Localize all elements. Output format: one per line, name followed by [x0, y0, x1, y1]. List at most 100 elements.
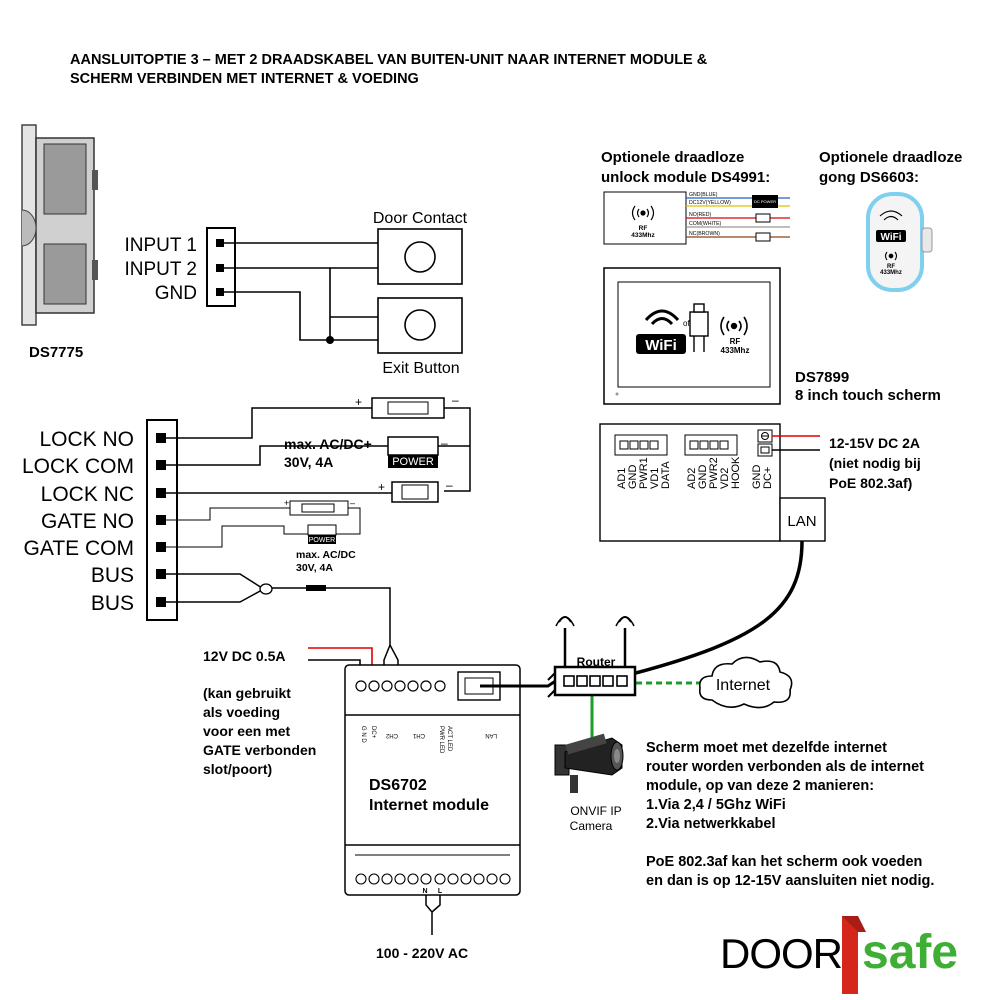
lock-no-label: LOCK NO	[39, 428, 134, 451]
supply-note-1: (kan gebruikt	[203, 685, 291, 701]
wire-nc: NC(BROWN)	[689, 231, 720, 237]
lock-wiring	[166, 407, 471, 494]
unlock-module-box	[603, 191, 687, 245]
gate-power-supply-icon	[307, 524, 337, 544]
chime-device-image	[866, 192, 933, 292]
chime-wifi: WiFi	[880, 232, 901, 243]
screen-power-wires	[772, 435, 820, 451]
outdoor-unit-label: DS7775	[29, 344, 83, 361]
gate-lock-icon	[289, 500, 349, 516]
screen-power-note-3: PoE 802.3af)	[829, 475, 912, 491]
note-line-1: Scherm moet met dezelfde internet	[646, 740, 887, 756]
door-contact-label: Door Contact	[373, 210, 468, 227]
screen-wifi-label: WiFi	[645, 337, 677, 354]
supply-note-5: slot/poort)	[203, 761, 272, 777]
supply-note-3: voor een met	[203, 723, 290, 739]
title-line-2: SCHERM VERBINDEN MET INTERNET & VOEDING	[70, 71, 419, 87]
lock-power-supply-icon	[387, 436, 439, 468]
c1-gnd: GND	[627, 465, 639, 490]
note-line-2: router worden verbonden als de internet	[646, 759, 924, 775]
screen-desc: 8 inch touch scherm	[795, 387, 941, 404]
power-minus: –	[441, 436, 448, 450]
internet-module-bottom-screws	[355, 873, 511, 885]
bus-2-label: BUS	[91, 592, 134, 615]
gate-plus: +	[284, 498, 289, 508]
gate-power-spec-1: max. AC/DC	[296, 549, 356, 561]
outdoor-unit-image	[21, 124, 98, 326]
camera-label-1: ONVIF IP	[570, 804, 621, 818]
c2-hook: HOOK	[730, 456, 742, 489]
gate-power-spec-2: 30V, 4A	[296, 562, 333, 574]
magnet-plus: +	[378, 480, 385, 494]
c2-ad2: AD2	[686, 468, 698, 489]
bus-1-label: BUS	[91, 564, 134, 587]
gate-power-box-label: POWER	[309, 537, 335, 544]
internet-module-top-screws	[355, 680, 446, 692]
pin-n: N	[422, 888, 427, 895]
exit-button-label: Exit Button	[382, 360, 459, 377]
lan-cable-screen-router	[631, 540, 804, 676]
title-line-1: AANSLUITOPTIE 3 – MET 2 DRAADSKABEL VAN …	[70, 52, 708, 68]
unlock-module-freq: 433Mhz	[631, 232, 655, 239]
unlock-module-title-2: unlock module DS4991:	[601, 169, 770, 186]
screen-of-label: of	[683, 319, 690, 328]
note-line-4: 1.Via 2,4 / 5Ghz WiFi	[646, 797, 786, 813]
unlock-module-title-1: Optionele draadloze	[601, 149, 744, 166]
lock-power-spec-1: max. AC/DC+	[284, 436, 372, 452]
pin-l: L	[438, 888, 443, 895]
internet-label: Internet	[716, 677, 771, 694]
pin-lan: LAN	[485, 732, 497, 738]
supply-value: 12V DC 0.5A	[203, 648, 285, 664]
c1-data: DATA	[660, 461, 672, 489]
note-line-3: module, op van deze 2 manieren:	[646, 778, 874, 794]
pin-act-led: ACT LED	[446, 726, 452, 752]
magnet-minus: –	[446, 478, 453, 492]
lock-magnet-nc-icon	[391, 481, 439, 503]
lock-strike-no-icon	[371, 397, 445, 419]
internet-module-name: DS6702	[369, 777, 427, 794]
screen-rf-icon	[720, 316, 748, 336]
pin-dc: DC+	[370, 726, 376, 739]
screen-power-note-1: 12-15V DC 2A	[829, 435, 920, 451]
c1-vd1: VD1	[649, 468, 661, 489]
pp-gnd: GND	[751, 465, 763, 490]
gate-no-label: GATE NO	[41, 510, 134, 533]
supply-note-2: als voeding	[203, 704, 280, 720]
c2-vd2: VD2	[719, 468, 731, 489]
note-line-5: 2.Via netwerkkabel	[646, 816, 776, 832]
chime-rf-icon	[884, 251, 898, 261]
poe-line-1: PoE 802.3af kan het scherm ook voeden	[646, 854, 922, 870]
chime-wifi-arc-icon	[879, 210, 903, 221]
gnd-label: GND	[155, 283, 197, 304]
lock-com-label: LOCK COM	[22, 455, 134, 478]
router-icon	[547, 616, 637, 698]
unlock-module-rf-icon	[631, 205, 655, 221]
unlock-mini-lock-1	[755, 213, 771, 223]
lock-power-box-label: POWER	[392, 456, 434, 468]
internet-module-housing	[344, 664, 521, 896]
screen-power-note-2: (niet nodig bij	[829, 455, 921, 471]
screen-rf-label: RF	[730, 337, 741, 346]
unlock-mini-lock-2	[755, 232, 771, 242]
pp-dc: DC+	[762, 467, 774, 489]
wire-dc12v: DC12V(YELLOW)	[689, 200, 731, 206]
c2-gnd: GND	[697, 465, 709, 490]
gate-minus: –	[350, 498, 355, 508]
mains-wiring	[425, 895, 441, 935]
gate-wiring	[166, 507, 361, 548]
logo-door: DOOR	[720, 930, 842, 977]
pin-ch2: CH2	[385, 732, 398, 738]
screen-lan-label: LAN	[787, 513, 816, 530]
strike-minus: –	[452, 393, 459, 407]
camera-label-2: Camera	[570, 819, 613, 833]
logo-safe: safe	[862, 926, 958, 979]
input-wiring	[224, 242, 378, 341]
input-1-label: INPUT 1	[124, 235, 197, 256]
bus-wiring	[166, 573, 399, 680]
strike-plus: +	[355, 395, 362, 409]
lock-power-spec-2: 30V, 4A	[284, 454, 333, 470]
unlock-wire-labels: GND(BLUE) DC12V(YELLOW) NO(RED) COM(WHIT…	[689, 192, 731, 237]
c2-pwr2: PWR2	[708, 457, 720, 489]
input-2-label: INPUT 2	[124, 259, 197, 280]
